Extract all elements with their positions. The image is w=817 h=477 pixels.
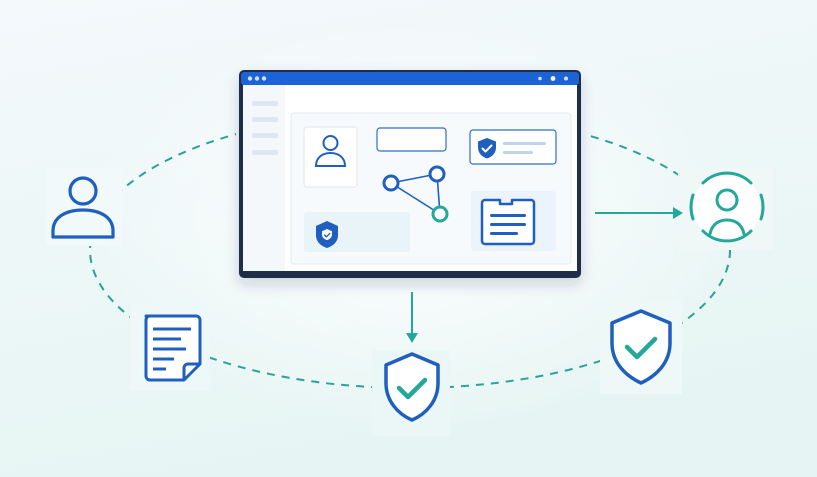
id-card-icon [480,198,536,246]
window-shield-panel [304,212,410,252]
window-input-box [376,127,447,152]
right-shield-check-icon [610,309,672,385]
window-sidebar [243,85,285,271]
window-controls-right [538,76,568,81]
window-user-icon [314,135,347,167]
window-id-card [471,191,556,251]
window-badge-card [469,129,557,165]
window-shield-icon [316,221,338,248]
window-user-card [303,126,358,188]
right-user-scan-icon [689,171,765,243]
document-icon [144,314,202,382]
left-user-icon [51,176,115,239]
window-title-bar [241,72,579,85]
window-controls-left [247,76,267,81]
arrow-right [595,207,683,219]
center-shield-check-icon [384,352,440,422]
arrow-down [406,292,418,343]
window-network-icon [382,165,449,223]
window-badge-shield-icon [478,138,496,159]
